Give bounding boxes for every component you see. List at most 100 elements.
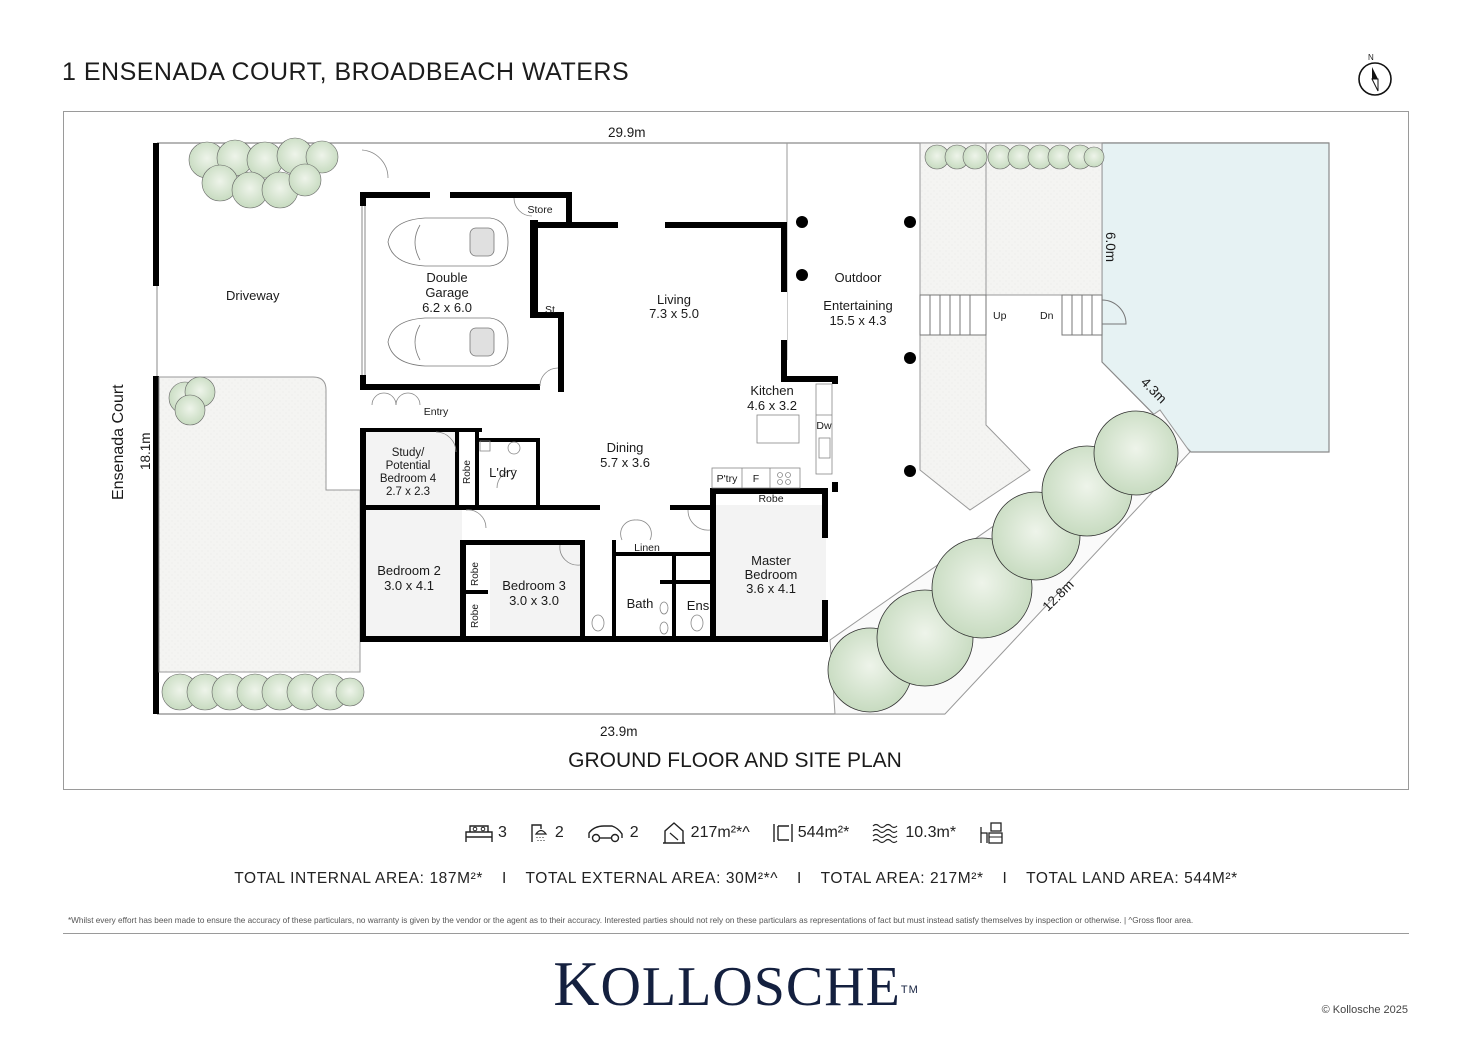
room-ensuite: Ens (687, 598, 710, 613)
room-study-2: Potential (386, 460, 431, 472)
disclaimer: *Whilst every effort has been made to en… (68, 916, 1194, 925)
room-master-size: 3.6 x 4.1 (746, 581, 796, 596)
room-outdoor-name2: Entertaining (823, 298, 892, 313)
garage-doors (361, 206, 366, 375)
hedge-driveway (188, 137, 339, 209)
room-garage-size: 6.2 x 6.0 (422, 300, 472, 315)
room-master-robe: Robe (758, 493, 783, 505)
shower-icon (531, 824, 548, 842)
pool (1101, 142, 1330, 453)
room-bedroom2-name: Bedroom 2 (377, 563, 441, 578)
robe-bedroom3: Robe (470, 604, 481, 628)
bedroom2-floor (362, 508, 462, 640)
logo-initial: K (553, 948, 601, 1019)
dim-bottom: 23.9m (600, 724, 638, 739)
room-dining-size: 5.7 x 3.6 (600, 455, 650, 470)
floor-area-value: 217m²*^ (690, 824, 750, 841)
land-area-icon (773, 824, 793, 842)
logo-rest: OLLOSCHE (600, 956, 901, 1018)
divider (63, 933, 1409, 934)
totals-separator: I (501, 870, 507, 887)
room-entry: Entry (424, 406, 449, 418)
room-outdoor-size: 15.5 x 4.3 (829, 313, 886, 328)
north-compass-icon: N (1358, 53, 1392, 96)
stat-car-spaces: 2 (586, 822, 639, 844)
kitchen-island (756, 414, 800, 444)
master-floor (712, 505, 826, 640)
boundary-wall-north (153, 143, 159, 286)
water-icon (872, 823, 898, 844)
room-bedroom2-size: 3.0 x 4.1 (384, 578, 434, 593)
room-kitchen-size: 4.6 x 3.2 (747, 398, 797, 413)
room-bedroom3-size: 3.0 x 3.0 (509, 593, 559, 608)
tree-row-diagonal (827, 410, 1179, 713)
room-bedroom3-name: Bedroom 3 (502, 578, 566, 593)
land-area-value: 544m²* (797, 824, 850, 841)
bathrooms-count: 2 (554, 824, 564, 841)
bedrooms-count: 3 (497, 824, 507, 841)
bedroom3-floor (490, 545, 585, 640)
property-title: 1 ENSENADA COURT, BROADBEACH WATERS (62, 58, 630, 86)
robe-bedroom2: Robe (470, 562, 481, 586)
house-area-icon (662, 822, 685, 844)
kitchen-benches (711, 383, 833, 489)
dim-pool-side: 6.0m (1103, 232, 1118, 262)
kitchen-fridge: F (753, 473, 759, 485)
plan-caption: GROUND FLOOR AND SITE PLAN (568, 749, 902, 772)
room-living-size: 7.3 x 5.0 (649, 306, 699, 321)
room-garage-name2: Garage (425, 285, 468, 300)
steps-down-label: Dn (1040, 310, 1054, 322)
street-label: Ensenada Court (110, 384, 127, 500)
room-study-size: 2.7 x 2.3 (386, 486, 430, 498)
dim-left: 18.1m (138, 432, 153, 470)
tree (1093, 410, 1179, 496)
stat-water-frontage: 10.3m* (871, 822, 956, 844)
stat-floor-area: 217m²*^ (661, 821, 750, 845)
robe-study: Robe (462, 460, 473, 484)
steps-down (1061, 294, 1103, 336)
toilet-icon (479, 440, 704, 635)
room-garage-name: Double (426, 270, 467, 285)
water-frontage-value: 10.3m* (905, 824, 957, 841)
area-totals: TOTAL INTERNAL AREA: 187M²* I TOTAL EXTE… (0, 870, 1472, 888)
room-dining-name: Dining (607, 440, 644, 455)
room-st: St (545, 304, 555, 316)
car-icon (387, 217, 509, 267)
pool-gate-icon (1101, 299, 1127, 325)
room-study-1: Study/ (392, 447, 425, 459)
stat-bedrooms: 3 (464, 822, 507, 844)
dim-top: 29.9m (608, 125, 646, 140)
study-desk-icon (980, 822, 1003, 844)
room-master-name: Master (751, 553, 791, 568)
hedge-front-bottom (161, 673, 365, 711)
stat-study (978, 821, 1008, 845)
stat-land-area: 544m²* (772, 822, 850, 844)
room-master-name2: Bedroom (745, 567, 798, 582)
terrace-path (919, 334, 1031, 511)
bed-icon (465, 825, 493, 842)
kitchen-dishwasher: Dw (816, 420, 832, 432)
room-kitchen-name: Kitchen (750, 383, 793, 398)
room-linen: Linen (634, 542, 660, 554)
room-living-name: Living (657, 292, 691, 307)
room-store: Store (527, 204, 552, 216)
totals-separator: I (1002, 870, 1008, 887)
car-spaces-count: 2 (629, 824, 639, 841)
outdoor-columns (796, 216, 916, 477)
hedge-top-pool (924, 144, 1105, 170)
steps-up-label: Up (993, 310, 1007, 322)
steps-up (919, 294, 987, 336)
total-land-area: TOTAL LAND AREA: 544M²* (1026, 870, 1238, 887)
logo-trademark: TM (900, 984, 919, 996)
room-bath: Bath (627, 596, 654, 611)
boundary-wall-south (153, 376, 159, 714)
room-laundry: L'dry (489, 465, 517, 480)
stat-bathrooms: 2 (529, 822, 564, 844)
kitchen-pantry: P'try (717, 473, 738, 485)
compass-north-label: N (1368, 53, 1374, 62)
car-icon (588, 825, 623, 843)
walls (360, 192, 838, 642)
door-swings (361, 149, 711, 566)
plan-frame (63, 111, 1409, 790)
room-driveway: Driveway (226, 288, 280, 303)
